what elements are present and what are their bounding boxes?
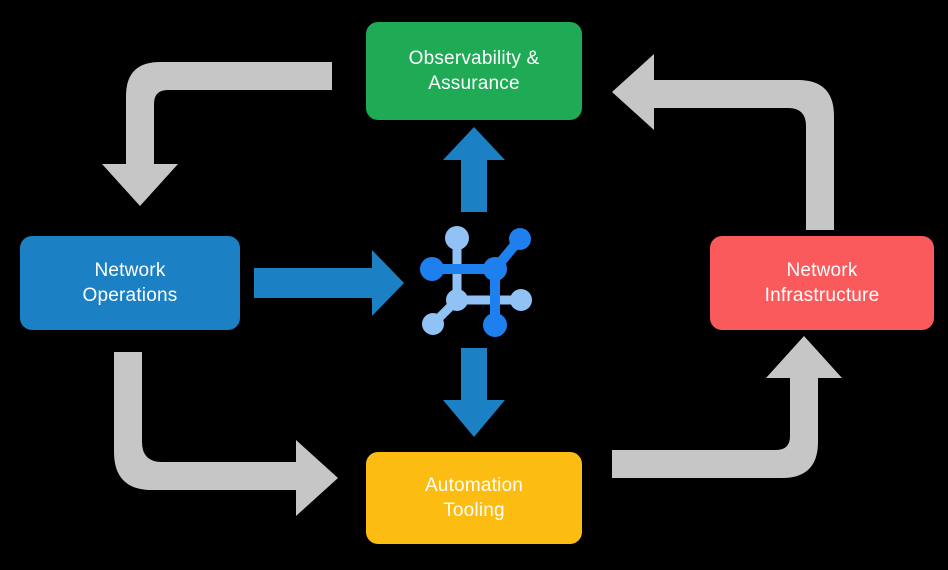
node-network-operations[interactable]: Network Operations [20,236,240,330]
node-operations-label-line1: Network [94,259,166,281]
node-operations-label-line2: Operations [82,285,178,306]
node-automation-label-line1: Automation [424,474,524,496]
node-observability-label-line1: Observability & [408,47,540,69]
arrow-operations-to-center [254,250,404,316]
node-observability-assurance[interactable]: Observability & Assurance [366,22,582,120]
node-infrastructure-label-line2: Infrastructure [764,285,880,306]
arrow-infrastructure-to-observability [612,54,834,230]
network-icon-edges [427,233,526,330]
node-automation-tooling[interactable]: Automation Tooling [366,452,582,544]
node-observability-label-line2: Assurance [428,73,520,94]
arrow-center-to-automation [443,348,505,437]
arrow-automation-to-infrastructure [612,336,842,478]
network-icon-nodes [420,226,532,337]
node-infrastructure-label-line1: Network [786,259,858,281]
node-automation-label-line2: Tooling [443,500,505,521]
node-network-infrastructure[interactable]: Network Infrastructure [710,236,934,330]
arrow-center-to-observability [443,127,505,212]
arrow-operations-to-automation [114,352,338,516]
arrow-observability-to-operations [102,62,332,206]
